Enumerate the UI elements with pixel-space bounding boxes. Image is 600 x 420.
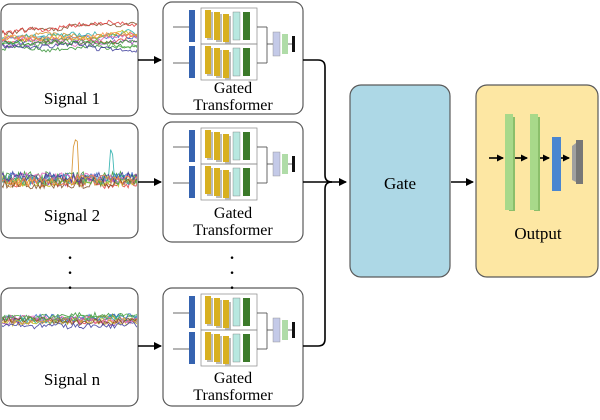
output-bar (292, 36, 295, 52)
gated-transformer-n-label: Gated Transformer (163, 370, 303, 404)
gated-transformer-n-line2: Transformer (193, 387, 273, 404)
teal-layer (232, 297, 241, 327)
output-bar (292, 156, 295, 172)
teal-layer (232, 333, 241, 363)
gold-layer (223, 336, 229, 364)
gold-layer (223, 170, 229, 198)
gated-transformer-1-line1: Gated (213, 80, 253, 97)
connector-1 (303, 59, 333, 183)
signal-trace (2, 40, 137, 53)
gold-layer (205, 296, 211, 324)
connector-n (303, 181, 333, 347)
blue-layer (552, 137, 561, 191)
gray-layer-side (576, 140, 583, 184)
signal-trace (2, 43, 137, 53)
gated-transformer-2-line1: Gated (213, 205, 253, 222)
lightgreen-layer (282, 320, 288, 340)
green-layer (243, 168, 250, 196)
signal-trace (2, 313, 137, 323)
green-layer (243, 334, 250, 362)
teal-layer (232, 11, 241, 41)
signal-trace (2, 19, 137, 36)
signal-trace (2, 37, 137, 46)
green-layer (530, 114, 538, 210)
teal-layer (232, 167, 241, 197)
green-layer (505, 114, 513, 210)
gated-transformer-1-line2: Transformer (193, 97, 273, 114)
blue-layer (189, 130, 195, 162)
green-layer (243, 132, 250, 160)
signal-n-label: Signal n (43, 370, 101, 389)
gold-layer (205, 166, 211, 194)
transformer-ellipsis: · · · (228, 245, 236, 300)
blue-layer (189, 166, 195, 198)
gold-layer (223, 14, 229, 42)
gold-layer (214, 298, 220, 326)
gate-label: Gate (383, 174, 417, 193)
gold-layer (214, 132, 220, 160)
blue-layer (189, 332, 195, 364)
gated-transformer-2-network (173, 127, 295, 201)
gold-layer (214, 48, 220, 76)
gated-transformer-2-label: Gated Transformer (163, 205, 303, 239)
teal-layer (232, 47, 241, 77)
output-bar (292, 322, 295, 338)
gold-layer (223, 134, 229, 162)
gold-layer (214, 334, 220, 362)
green-layer (243, 48, 250, 76)
lightgreen-layer (282, 34, 288, 54)
blue-layer (189, 10, 195, 42)
gated-transformer-2-line2: Transformer (193, 222, 273, 239)
signal-trace (2, 31, 137, 42)
signal-trace (2, 321, 137, 330)
green-layer (243, 12, 250, 40)
gated-transformer-n-line1: Gated (213, 370, 253, 387)
signal-trace (2, 174, 137, 188)
output-network (489, 114, 583, 211)
signal-ellipsis: · · · (66, 245, 74, 300)
gold-layer (223, 50, 229, 78)
blue-layer (189, 296, 195, 328)
signal-1-waveforms (2, 19, 137, 53)
gold-layer (214, 12, 220, 40)
gated-transformer-1-network (173, 7, 295, 81)
gold-layer (214, 168, 220, 196)
gated-transformer-1-label: Gated Transformer (163, 80, 303, 114)
gold-layer (205, 332, 211, 360)
signal-1-label: Signal 1 (43, 89, 101, 108)
signal-n-waveforms (2, 311, 137, 330)
signal-trace (2, 315, 137, 326)
gold-layer (223, 300, 229, 328)
blue-layer (189, 46, 195, 78)
gate-box (349, 84, 451, 278)
lavender-layer (272, 31, 281, 57)
green-layer (243, 298, 250, 326)
signal-trace (2, 33, 137, 46)
gold-layer (205, 46, 211, 74)
gated-transformer-n-network (173, 293, 295, 367)
lavender-layer (272, 317, 281, 343)
signal-trace (2, 314, 137, 325)
output-label: Output (514, 224, 562, 243)
gold-layer (205, 10, 211, 38)
signal-2-waveforms (2, 139, 137, 190)
lightgreen-layer (282, 154, 288, 174)
lavender-layer (272, 151, 281, 177)
gold-layer (205, 130, 211, 158)
teal-layer (232, 131, 241, 161)
signal-trace (2, 29, 137, 43)
signal-2-label: Signal 2 (43, 206, 101, 225)
